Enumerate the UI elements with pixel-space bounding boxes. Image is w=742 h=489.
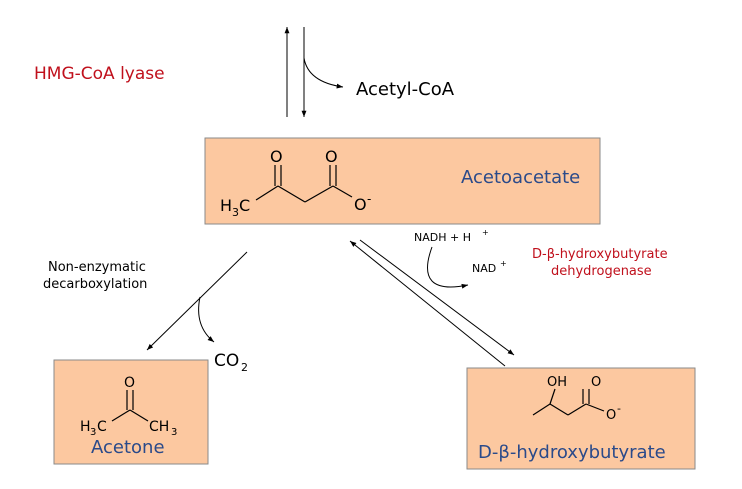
acetone-structure (111, 390, 149, 422)
acetoacetate-methyl-h: H (220, 196, 232, 215)
acetone-methyl-left-c: C (97, 419, 107, 435)
acetone-methyl-right: CH (149, 419, 169, 435)
non-enzymatic-label-line2: decarboxylation (43, 277, 147, 292)
acetone-methyl-right-sub: 3 (171, 427, 177, 438)
dehydrogenase-label-line2: dehydrogenase (551, 264, 652, 279)
hmg-coa-lyase-label: HMG-CoA lyase (34, 64, 165, 84)
dehydrogenase-label-line1: D-β-hydroxybutyrate (532, 247, 668, 262)
nadh-label: NADH + H (414, 231, 471, 244)
acetone-oxygen: O (124, 375, 135, 391)
hydroxybutyrate-oxygen: O (591, 375, 601, 390)
acetone-box (53, 359, 209, 465)
co2-subscript: 2 (241, 361, 248, 374)
acetone-methyl-left-sub: 3 (90, 427, 96, 438)
nad-superscript: + (500, 259, 507, 268)
oxidation-arrow (349, 240, 506, 367)
non-enzymatic-label-line1: Non-enzymatic (48, 260, 146, 275)
acetoacetate-oxygen-1: O (270, 147, 283, 166)
acetone-label: Acetone (91, 437, 165, 458)
hydroxybutyrate-carboxylate-o: O (606, 408, 616, 423)
acetoacetate-methyl-sub: 3 (232, 206, 239, 219)
acetone-methyl-left-h: H (80, 419, 91, 435)
nad-label: NAD (472, 262, 496, 275)
nadh-superscript: + (482, 228, 489, 237)
hydroxybutyrate-structure (532, 388, 605, 416)
acetoacetate-methyl-c: C (239, 196, 250, 215)
decarboxylation-arrow (146, 251, 248, 351)
reduction-arrow (359, 239, 515, 356)
hydroxybutyrate-label: D-β-hydroxybutyrate (478, 442, 666, 463)
hydroxybutyrate-hydroxyl: OH (547, 375, 567, 390)
hydroxybutyrate-negative-charge: - (617, 402, 621, 415)
acetoacetate-carboxylate-o: O (354, 195, 367, 214)
nadh-cofactor-arrow (427, 246, 469, 289)
acetyl-coa-branch-arrow (303, 57, 344, 89)
acetyl-coa-label: Acetyl-CoA (356, 79, 455, 100)
hydroxybutyrate-box (466, 367, 696, 470)
acetoacetate-structure (255, 165, 353, 203)
acetoacetate-oxygen-2: O (325, 147, 338, 166)
acetoacetate-negative-charge: - (367, 192, 371, 206)
acetoacetate-box (204, 137, 601, 225)
co2-release-arrow (198, 296, 215, 343)
co2-label: CO (214, 351, 239, 371)
acetoacetate-label: Acetoacetate (461, 167, 580, 188)
